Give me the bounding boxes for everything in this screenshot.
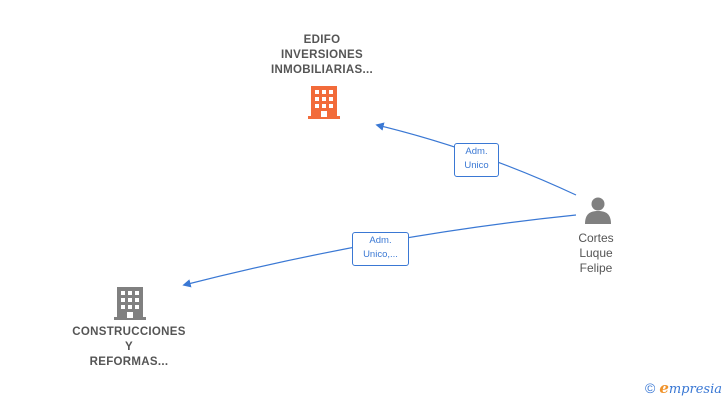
building-icon[interactable] bbox=[308, 84, 340, 120]
label-line: INVERSIONES bbox=[281, 49, 363, 61]
brand-logo: empresia bbox=[659, 379, 722, 397]
label-line: Y bbox=[125, 341, 133, 353]
node-label-person[interactable]: Cortes Luque Felipe bbox=[556, 231, 636, 276]
label-line: REFORMAS... bbox=[89, 356, 169, 368]
person-icon[interactable] bbox=[584, 196, 612, 224]
edge-label-adm-unico-more[interactable]: Adm. Unico,... bbox=[352, 232, 409, 266]
copyright-icon: © bbox=[644, 380, 656, 396]
edge-label-line: Adm. bbox=[465, 146, 488, 157]
node-label-edifo[interactable]: EDIFO INVERSIONES INMOBILIARIAS... bbox=[252, 33, 392, 78]
brand-footer[interactable]: © empresia bbox=[645, 379, 722, 397]
label-line: Luque bbox=[579, 246, 613, 260]
edge-label-adm-unico[interactable]: Adm. Unico bbox=[454, 143, 499, 177]
edge-label-line: Unico,... bbox=[363, 249, 398, 260]
edge-label-line: Unico bbox=[464, 160, 489, 171]
label-line: EDIFO bbox=[303, 34, 341, 46]
label-line: INMOBILIARIAS... bbox=[271, 64, 373, 76]
node-label-construcciones[interactable]: CONSTRUCCIONES Y REFORMAS... bbox=[58, 325, 200, 370]
edge-label-line: Adm. bbox=[369, 235, 392, 246]
label-line: CONSTRUCCIONES bbox=[72, 326, 186, 338]
label-line: Felipe bbox=[579, 261, 613, 275]
label-line: Cortes bbox=[578, 231, 614, 245]
building-icon[interactable] bbox=[114, 285, 146, 321]
